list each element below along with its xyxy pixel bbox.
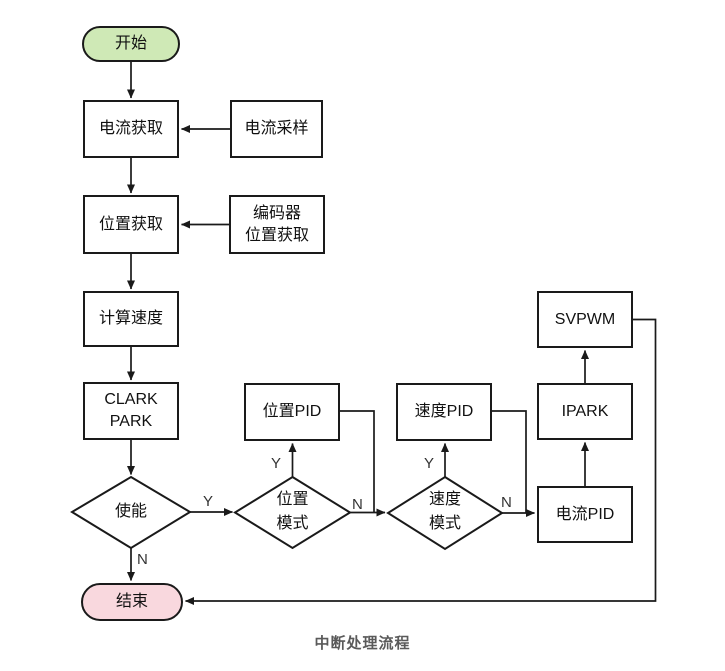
node-speed-pid-label: 速度PID: [414, 403, 474, 421]
diagram-caption: 中断处理流程: [314, 636, 411, 652]
node-start-label: 开始: [114, 35, 147, 53]
node-current-acquire: 电流获取: [83, 100, 179, 158]
edge-label-enable-yes: Y: [203, 493, 214, 510]
node-end-label: 结束: [115, 593, 148, 611]
node-ipark-label: IPARK: [561, 402, 609, 420]
node-clark-line1: CLARK: [104, 391, 158, 409]
enable-decision-shape: [70, 475, 192, 550]
node-position-acquire: 位置获取: [83, 195, 179, 254]
speed-mode-line1: 速度: [428, 491, 461, 508]
node-current-sample-label: 电流采样: [244, 120, 309, 138]
speed-mode-decision-label: 速度 模式: [405, 488, 485, 536]
edge-label-position-mode-no: N: [352, 496, 363, 513]
node-end: 结束: [81, 583, 183, 621]
enable-decision-label: 使能: [114, 503, 147, 520]
node-ipark: IPARK: [537, 383, 633, 440]
node-position-pid-label: 位置PID: [262, 403, 322, 421]
node-clark-park: CLARK PARK: [83, 382, 179, 440]
edge-label-speed-mode-yes: Y: [424, 455, 435, 472]
edge-position-pid-out: [340, 410, 375, 513]
position-mode-line2: 模式: [276, 515, 309, 532]
node-clark-line2: PARK: [109, 413, 153, 430]
node-svpwm-label: SVPWM: [554, 310, 616, 328]
position-mode-decision-label: 位置 模式: [252, 488, 333, 536]
speed-mode-decision-shape: [386, 475, 504, 551]
node-encoder-line1: 编码器: [252, 204, 301, 222]
position-mode-decision-shape: [233, 475, 352, 550]
node-position-pid: 位置PID: [244, 383, 340, 441]
node-speed-pid: 速度PID: [396, 383, 492, 441]
node-calc-speed-label: 计算速度: [98, 310, 163, 328]
node-encoder-line2: 位置获取: [244, 226, 309, 244]
speed-mode-line2: 模式: [428, 515, 461, 532]
node-current-acquire-label: 电流获取: [98, 120, 163, 138]
node-calc-speed: 计算速度: [83, 291, 179, 347]
node-current-pid: 电流PID: [537, 486, 633, 543]
edge-svpwm-to-end: [185, 318, 657, 605]
edge-label-speed-mode-no: N: [501, 494, 512, 511]
node-current-pid-label: 电流PID: [555, 505, 615, 523]
node-position-acquire-label: 位置获取: [98, 215, 163, 233]
edge-speed-pid-out: [492, 410, 527, 513]
edge-label-position-mode-yes: Y: [271, 455, 282, 472]
position-mode-line1: 位置: [276, 491, 309, 508]
node-current-sample: 电流采样: [230, 100, 323, 158]
edge-label-enable-no: N: [137, 551, 148, 568]
node-svpwm: SVPWM: [537, 291, 633, 348]
node-start: 开始: [82, 26, 180, 62]
node-encoder-position: 编码器 位置获取: [229, 195, 325, 254]
